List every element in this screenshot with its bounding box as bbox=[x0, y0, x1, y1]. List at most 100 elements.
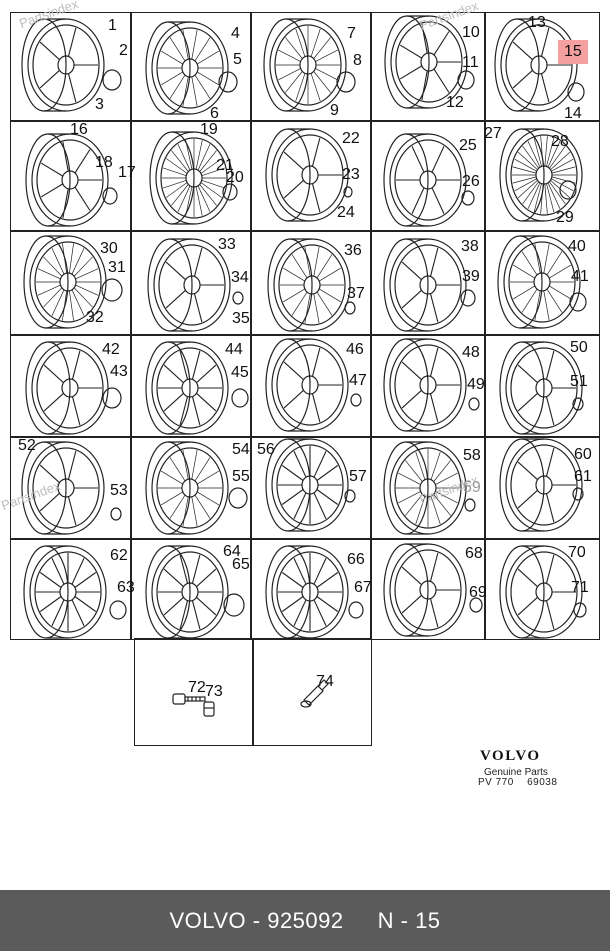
wheel-rim-drawing bbox=[265, 545, 349, 639]
callout-53: 53 bbox=[110, 482, 128, 499]
callout-48: 48 bbox=[462, 344, 480, 361]
callout-46: 46 bbox=[346, 341, 364, 358]
center-cap-drawing bbox=[343, 186, 353, 198]
grid-cell bbox=[484, 230, 600, 336]
callout-8: 8 bbox=[353, 52, 362, 69]
callout-50: 50 bbox=[570, 339, 588, 356]
bolt-drawings bbox=[172, 679, 329, 717]
grid-cell bbox=[484, 334, 600, 438]
callout-21: 21 bbox=[216, 157, 234, 174]
callout-14: 14 bbox=[564, 105, 582, 122]
center-cap-drawing bbox=[102, 69, 122, 91]
grid-cell bbox=[130, 230, 252, 336]
callout-35: 35 bbox=[232, 310, 250, 327]
callout-17: 17 bbox=[118, 164, 136, 181]
callout-56: 56 bbox=[257, 441, 275, 458]
brand-logo: VOLVO bbox=[480, 748, 541, 764]
center-cap-drawing bbox=[573, 602, 587, 618]
callout-62: 62 bbox=[110, 547, 128, 564]
wheel-rim-drawing bbox=[263, 18, 347, 112]
callout-7: 7 bbox=[347, 25, 356, 42]
callout-49: 49 bbox=[467, 376, 485, 393]
center-cap-drawing bbox=[348, 601, 364, 619]
center-cap-drawing bbox=[109, 600, 127, 620]
wheel-rim-drawing bbox=[265, 438, 349, 532]
callout-58: 58 bbox=[463, 447, 481, 464]
callout-12: 12 bbox=[446, 94, 464, 111]
wheel-rim-drawing bbox=[267, 238, 351, 332]
callout-63: 63 bbox=[117, 579, 135, 596]
center-cap-drawing bbox=[101, 278, 123, 302]
callout-2: 2 bbox=[119, 42, 128, 59]
callout-26: 26 bbox=[462, 173, 480, 190]
callout-38: 38 bbox=[461, 238, 479, 255]
callout-64: 64 bbox=[223, 543, 241, 560]
callout-18: 18 bbox=[95, 154, 113, 171]
center-cap-drawing bbox=[344, 301, 356, 315]
diagram-code-prefix: PV 770 bbox=[478, 777, 514, 788]
grid-cell bbox=[250, 538, 372, 640]
footer-separator: - bbox=[246, 907, 268, 933]
center-cap-drawing bbox=[464, 498, 476, 512]
callout-31: 31 bbox=[108, 259, 126, 276]
grid-cell bbox=[370, 12, 486, 122]
wheel-rim-drawing bbox=[145, 545, 229, 639]
wheel-rim-drawing bbox=[21, 441, 105, 535]
center-cap-drawing bbox=[350, 393, 362, 407]
callout-44: 44 bbox=[225, 341, 243, 358]
grid-cell bbox=[250, 334, 372, 438]
callout-28: 28 bbox=[551, 133, 569, 150]
grid-cell bbox=[250, 120, 372, 232]
diagram-code-number: 69038 bbox=[527, 777, 558, 788]
grid-cell bbox=[130, 436, 252, 540]
grid-cell bbox=[10, 538, 132, 640]
callout-37: 37 bbox=[347, 285, 365, 302]
wheel-rim-drawing bbox=[499, 438, 583, 532]
footer-part-number: 925092 bbox=[267, 907, 344, 933]
callout-51: 51 bbox=[570, 373, 588, 390]
wheel-drawings bbox=[21, 15, 587, 639]
callout-15-highlighted[interactable]: 15 bbox=[558, 40, 588, 64]
grid-cell bbox=[484, 12, 600, 122]
lock-nut-73 bbox=[203, 701, 215, 717]
wheel-rim-drawing bbox=[23, 235, 107, 329]
callout-67: 67 bbox=[354, 579, 372, 596]
callout-11: 11 bbox=[462, 54, 479, 71]
callout-55: 55 bbox=[232, 468, 250, 485]
callout-71: 71 bbox=[571, 579, 589, 596]
center-cap-drawing bbox=[567, 82, 585, 102]
wheel-bolt-72 bbox=[172, 693, 206, 705]
callout-36: 36 bbox=[344, 242, 362, 259]
callout-66: 66 bbox=[347, 551, 365, 568]
wheel-rim-drawing bbox=[383, 338, 467, 432]
wheel-rim-drawing bbox=[497, 235, 581, 329]
center-cap-drawing bbox=[102, 187, 118, 205]
callout-4: 4 bbox=[231, 25, 240, 42]
callout-19: 19 bbox=[200, 121, 218, 138]
wheel-rim-drawing bbox=[494, 18, 578, 112]
center-cap-drawing bbox=[232, 291, 244, 305]
center-cap-drawing bbox=[231, 388, 249, 408]
wheel-rim-drawing bbox=[145, 341, 229, 435]
callout-10: 10 bbox=[462, 24, 480, 41]
center-cap-drawing bbox=[110, 507, 122, 521]
callout-39: 39 bbox=[462, 268, 480, 285]
callout-6: 6 bbox=[210, 105, 219, 122]
grid-cell bbox=[10, 12, 132, 122]
grid-cell bbox=[10, 436, 132, 540]
grid-cell bbox=[130, 12, 252, 122]
callout-32: 32 bbox=[86, 309, 104, 326]
center-cap-drawing bbox=[569, 292, 587, 312]
center-cap-drawing bbox=[469, 597, 483, 613]
grid-cell bbox=[10, 120, 132, 232]
callout-20: 20 bbox=[226, 169, 244, 186]
center-cap-drawing bbox=[461, 190, 475, 206]
wheel-rim-drawing bbox=[25, 341, 109, 435]
wheel-rim-drawing bbox=[21, 18, 105, 112]
callout-45: 45 bbox=[231, 364, 249, 381]
callout-25: 25 bbox=[459, 137, 477, 154]
callout-47: 47 bbox=[349, 372, 367, 389]
callout-3: 3 bbox=[95, 96, 104, 113]
center-cap-drawing bbox=[218, 71, 238, 93]
grid-cell bbox=[484, 538, 600, 640]
